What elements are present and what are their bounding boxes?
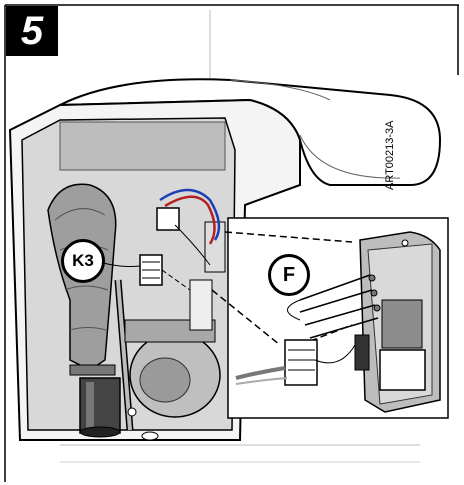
detail-connector — [284, 339, 318, 386]
cover-crease — [229, 79, 331, 101]
callout-f: F — [268, 254, 310, 296]
board-screw — [401, 239, 409, 247]
cover-crease-2 — [299, 134, 401, 179]
pump-motor-face — [139, 357, 191, 403]
board-relay — [379, 349, 426, 391]
floor-hole — [141, 431, 159, 441]
red-wire — [164, 195, 216, 245]
drain-pipe-base — [79, 426, 121, 438]
artwork-code: ART00213-3A — [384, 120, 396, 190]
k3-connector-pins — [142, 261, 160, 279]
hose-clamp — [69, 364, 116, 376]
wire-connector — [156, 207, 180, 231]
rear-panel — [59, 121, 226, 171]
detail-leader-bottom — [211, 289, 281, 346]
step-number-badge: 5 — [6, 6, 58, 56]
probe-wire — [287, 299, 301, 321]
control-box — [189, 279, 213, 331]
detail-wire-bundle — [235, 366, 286, 380]
probe-tip-3 — [373, 304, 381, 312]
detail-wire-bundle-2 — [235, 377, 288, 385]
probe-rods — [299, 274, 379, 339]
small-tube-inner — [116, 279, 132, 431]
board-header — [354, 334, 370, 371]
board-chip — [381, 299, 423, 349]
k3-dash-line — [161, 269, 191, 291]
detail-wire — [314, 344, 356, 364]
blue-wire — [159, 188, 221, 241]
probe-tip-1 — [368, 274, 376, 282]
detail-connector-slots — [288, 349, 315, 371]
motor-bolt — [127, 407, 137, 417]
probe-tip-2 — [370, 289, 378, 297]
sensor-wire — [174, 224, 211, 266]
callout-k3: K3 — [61, 239, 105, 283]
drain-pipe-highlight — [86, 382, 94, 430]
